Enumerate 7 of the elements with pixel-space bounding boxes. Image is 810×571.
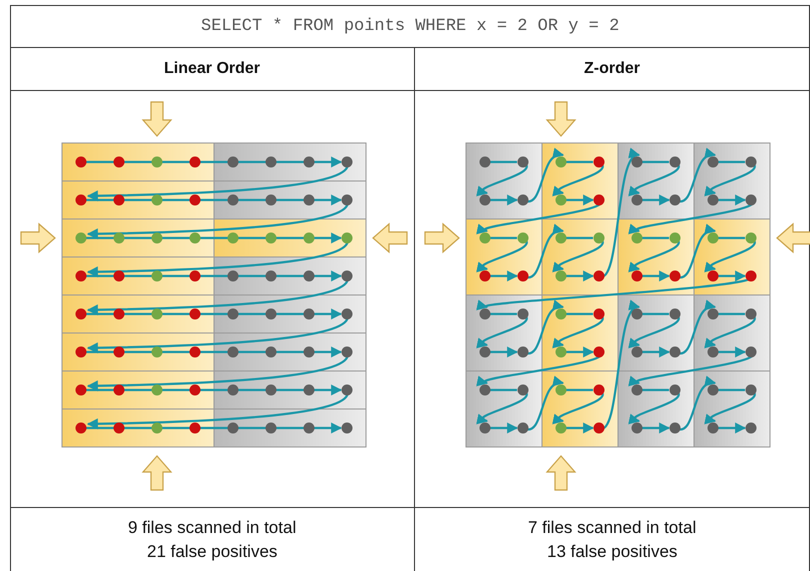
column-header: Z-order xyxy=(584,60,640,78)
result-text: 13 false positives xyxy=(547,542,678,562)
result-text: 9 files scanned in total xyxy=(128,518,296,538)
query-text: SELECT * FROM points WHERE x = 2 OR y = 2 xyxy=(201,16,620,36)
result-text: 7 files scanned in total xyxy=(528,518,696,538)
result-text: 21 false positives xyxy=(147,542,278,562)
column-header: Linear Order xyxy=(164,60,260,78)
